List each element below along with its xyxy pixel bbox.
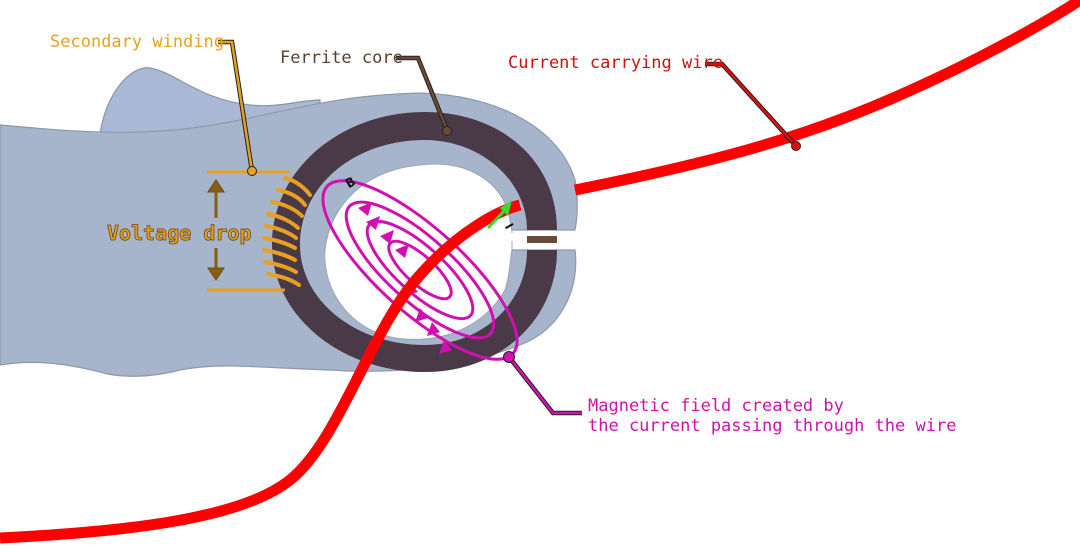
magnetic-field-leader-dot [503,351,515,363]
current-arrow-head [500,200,512,216]
ferrite-core-leader-dot [442,126,452,136]
magnetic-field-label-line1: Magnetic field created by [588,396,844,416]
current-wire-label: Current carrying wire [508,53,723,73]
current-wire-leader-dot [791,141,801,151]
voltage-drop-label: Voltage drop [107,221,252,245]
ferrite-gap-brown [527,236,557,243]
secondary-winding-leader-dot [247,166,257,176]
current-arrow [486,208,507,230]
voltage-drop-arrows [207,179,225,281]
current-symbol: I [502,221,516,231]
ferrite-core-label: Ferrite core [280,48,403,68]
secondary-winding-coil [262,176,312,287]
magnetic-field-label-line2: the current passing through the wire [588,416,956,436]
current-wire-leader [705,61,798,148]
secondary-winding-label: Secondary winding [50,32,224,52]
